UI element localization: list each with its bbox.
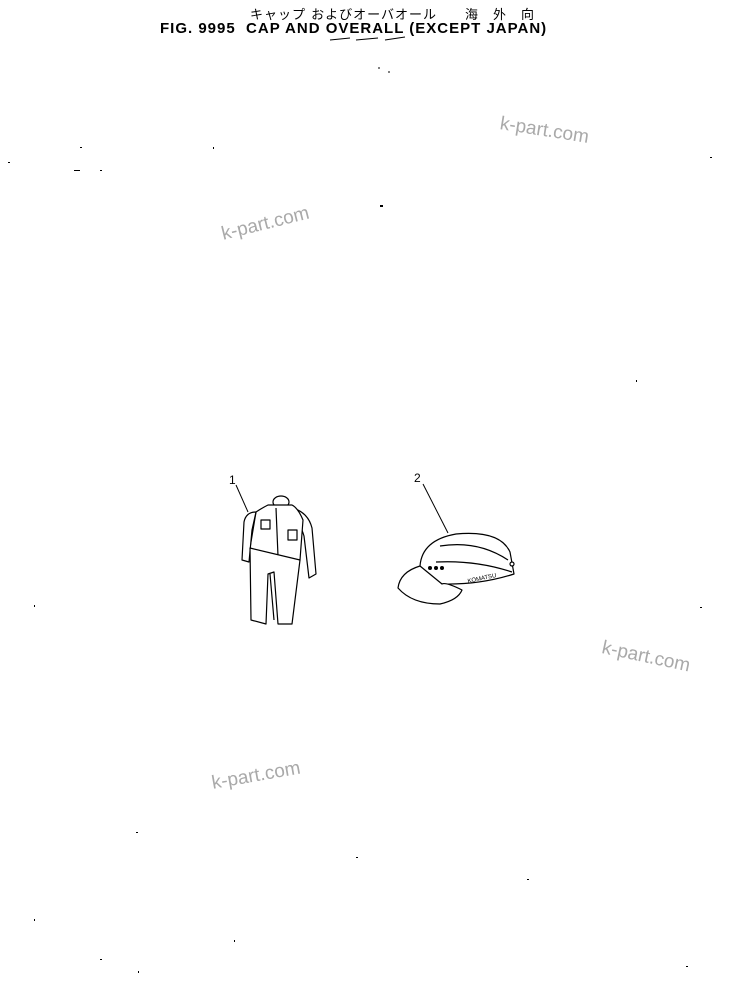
title-scribbles — [329, 36, 406, 73]
cap-logo-text: KOMATSU — [467, 573, 497, 585]
cap-emblem-icon — [428, 566, 444, 570]
cap-icon — [397, 532, 515, 605]
leader-line-1 — [235, 484, 249, 513]
overall-icon — [241, 495, 317, 625]
figure-title-japanese: キャップ およびオーバオール 海 外 向 — [250, 8, 536, 23]
leader-line-2 — [422, 483, 449, 534]
figure-title: FIG. 9995 CAP AND OVERALL (EXCEPT JAPAN) — [160, 20, 548, 37]
callout-number-1: 1 — [229, 473, 236, 487]
callout-number-2: 2 — [414, 471, 421, 485]
scan-specks — [8, 147, 712, 973]
